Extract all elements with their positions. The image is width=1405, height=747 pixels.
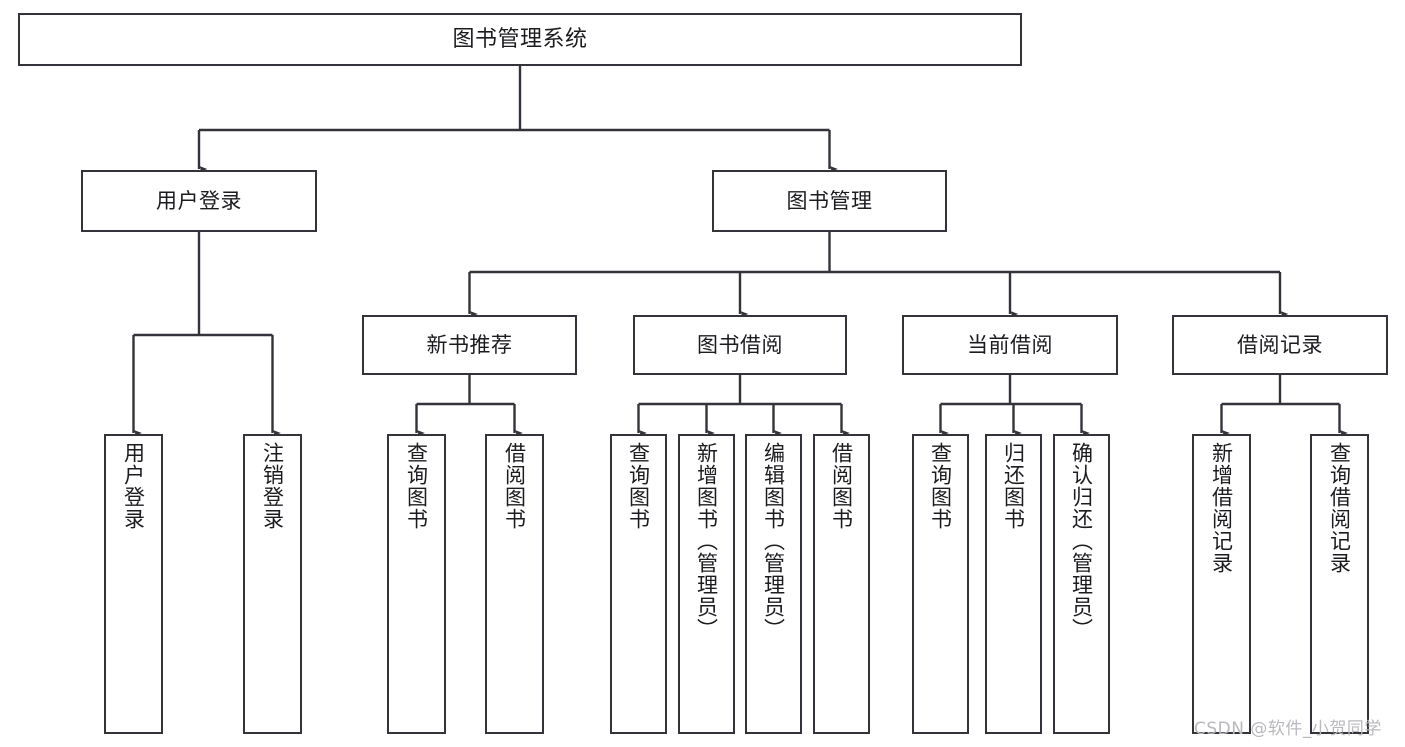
node-label-borrow-record: 借阅记录 (1237, 332, 1323, 357)
node-leaf-borrow-book-2[interactable]: 借阅图书 (813, 434, 870, 734)
node-label-leaf-query-record: 查询借阅记录 (1327, 442, 1352, 574)
node-book-manage[interactable]: 图书管理 (712, 170, 947, 232)
node-label-leaf-query-book-1: 查询图书 (404, 442, 429, 530)
node-label-leaf-logout: 注销登录 (260, 442, 285, 530)
node-label-leaf-query-book-3: 查询图书 (928, 442, 953, 530)
node-label-leaf-add-book: 新增图书（管理员） (694, 442, 719, 640)
node-label-current-borrow: 当前借阅 (967, 332, 1053, 357)
node-new-book-rec[interactable]: 新书推荐 (362, 315, 577, 375)
node-leaf-borrow-book-1[interactable]: 借阅图书 (485, 434, 544, 734)
node-leaf-add-record[interactable]: 新增借阅记录 (1192, 434, 1251, 734)
node-leaf-query-book-2[interactable]: 查询图书 (610, 434, 667, 734)
node-label-leaf-edit-book: 编辑图书（管理员） (761, 442, 786, 640)
node-label-leaf-borrow-book-1: 借阅图书 (502, 442, 527, 530)
node-label-leaf-confirm-ret: 确认归还（管理员） (1069, 442, 1094, 640)
node-leaf-logout[interactable]: 注销登录 (243, 434, 302, 734)
node-borrow-record[interactable]: 借阅记录 (1172, 315, 1388, 375)
node-label-new-book-rec: 新书推荐 (426, 332, 513, 357)
node-leaf-query-book-1[interactable]: 查询图书 (387, 434, 446, 734)
node-user-login[interactable]: 用户登录 (81, 170, 317, 232)
node-label-leaf-borrow-book-2: 借阅图书 (829, 442, 854, 530)
node-leaf-return-book[interactable]: 归还图书 (985, 434, 1042, 734)
node-book-borrow[interactable]: 图书借阅 (633, 315, 847, 375)
node-label-user-login: 用户登录 (156, 188, 242, 213)
node-current-borrow[interactable]: 当前借阅 (902, 315, 1118, 375)
node-leaf-confirm-ret[interactable]: 确认归还（管理员） (1053, 434, 1110, 734)
node-leaf-user-login[interactable]: 用户登录 (104, 434, 163, 734)
node-leaf-query-record[interactable]: 查询借阅记录 (1310, 434, 1369, 734)
node-leaf-add-book[interactable]: 新增图书（管理员） (678, 434, 735, 734)
node-label-leaf-query-book-2: 查询图书 (626, 442, 651, 530)
node-label-book-borrow: 图书借阅 (697, 332, 783, 357)
node-root[interactable]: 图书管理系统 (18, 13, 1022, 66)
node-label-root: 图书管理系统 (452, 26, 588, 52)
node-label-leaf-add-record: 新增借阅记录 (1209, 442, 1234, 574)
watermark-label: CSDN @软件_小贺同学 (1194, 719, 1382, 739)
node-leaf-edit-book[interactable]: 编辑图书（管理员） (745, 434, 802, 734)
node-label-leaf-user-login: 用户登录 (121, 442, 146, 530)
node-label-book-manage: 图书管理 (786, 188, 873, 213)
node-leaf-query-book-3[interactable]: 查询图书 (912, 434, 969, 734)
node-label-leaf-return-book: 归还图书 (1001, 442, 1026, 530)
